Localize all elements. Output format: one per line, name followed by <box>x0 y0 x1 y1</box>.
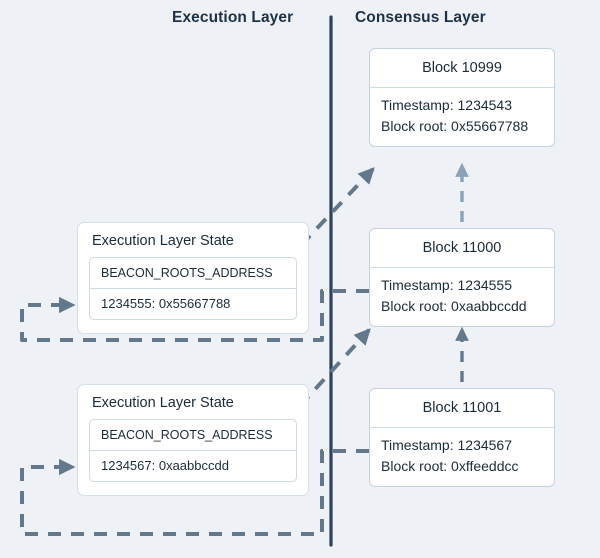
block-title: Block 10999 <box>370 49 554 88</box>
beacon-roots-storage-box: BEACON_ROOTS_ADDRESS 1234567: 0xaabbccdd <box>89 419 297 482</box>
state-title: Execution Layer State <box>92 233 234 249</box>
block-card-10999[interactable]: Block 10999 Timestamp: 1234543 Block roo… <box>369 48 555 147</box>
state-title: Execution Layer State <box>92 395 234 411</box>
block-details: Timestamp: 1234543 Block root: 0x5566778… <box>370 88 554 146</box>
block-root: Block root: 0xffeeddcc <box>381 458 519 474</box>
block-details: Timestamp: 1234567 Block root: 0xffeeddc… <box>370 428 554 486</box>
block-title: Block 11000 <box>370 229 554 268</box>
block-details: Timestamp: 1234555 Block root: 0xaabbccd… <box>370 268 554 326</box>
block-card-11001[interactable]: Block 11001 Timestamp: 1234567 Block roo… <box>369 388 555 487</box>
beacon-roots-address-label: BEACON_ROOTS_ADDRESS <box>90 420 296 451</box>
execution-layer-heading: Execution Layer <box>172 9 294 26</box>
block-root: Block root: 0x55667788 <box>381 118 529 134</box>
block-title: Block 11001 <box>370 389 554 428</box>
execution-layer-state-lower[interactable]: Execution Layer State BEACON_ROOTS_ADDRE… <box>77 384 309 496</box>
block-timestamp: Timestamp: 1234555 <box>381 277 512 293</box>
beacon-roots-address-label: BEACON_ROOTS_ADDRESS <box>90 258 296 289</box>
beacon-roots-entry: 1234555: 0x55667788 <box>101 296 231 311</box>
consensus-layer-heading: Consensus Layer <box>355 9 486 26</box>
block-timestamp: Timestamp: 1234543 <box>381 97 512 113</box>
beacon-roots-entry: 1234567: 0xaabbccdd <box>101 458 229 473</box>
block-timestamp: Timestamp: 1234567 <box>381 437 512 453</box>
execution-layer-state-upper[interactable]: Execution Layer State BEACON_ROOTS_ADDRE… <box>77 222 309 334</box>
block-card-11000[interactable]: Block 11000 Timestamp: 1234555 Block roo… <box>369 228 555 327</box>
block-root: Block root: 0xaabbccdd <box>381 298 527 314</box>
beacon-roots-storage-box: BEACON_ROOTS_ADDRESS 1234555: 0x55667788 <box>89 257 297 320</box>
